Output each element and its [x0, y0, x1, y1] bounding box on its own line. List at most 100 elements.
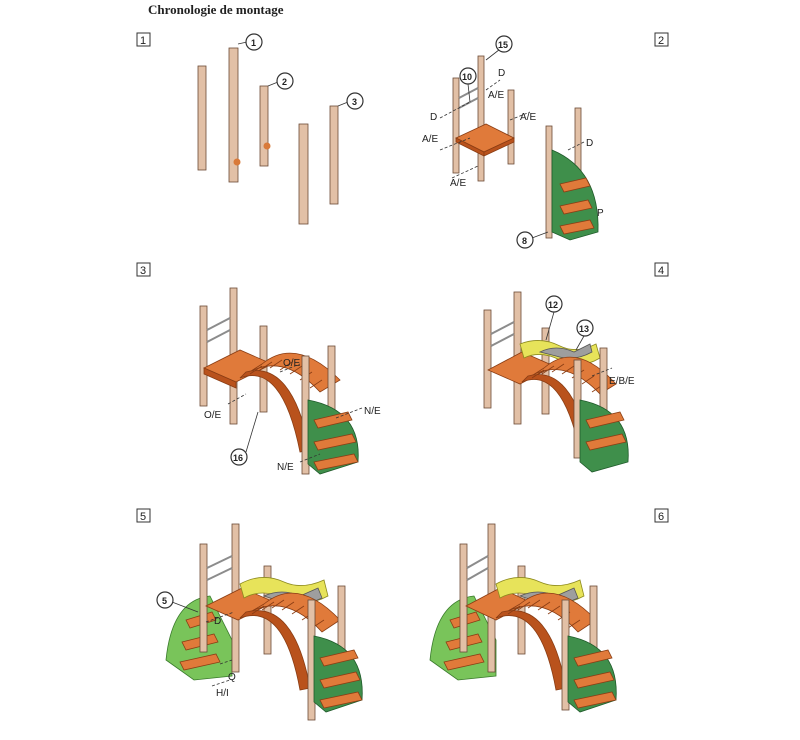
- step-4-callout-12: [545, 295, 563, 313]
- step-2-stair-tread-2: [559, 199, 593, 215]
- step-2-guide-5: [485, 79, 501, 91]
- step-6-left-stair-tread-3: [443, 653, 485, 671]
- step-2-label-3: D: [498, 68, 505, 79]
- step-1-post-a: [197, 65, 207, 171]
- step-1: 1 1 2 3: [136, 32, 364, 225]
- step-2-number: 2: [658, 35, 664, 47]
- step-6-box: [654, 508, 669, 523]
- step-3-leader-16: [245, 411, 259, 453]
- step-6-stair-tread-3: [573, 691, 617, 709]
- step-4-stair-tread: [585, 411, 625, 429]
- step-4-rail: [490, 321, 515, 335]
- step-2-deck: [455, 123, 515, 153]
- step-2-label-8: P: [597, 208, 604, 219]
- step-2-post-c: [507, 89, 515, 165]
- step-5-label-3: H/I: [216, 688, 229, 699]
- step-2: 2 D A/E D A: [422, 32, 669, 249]
- step-1-leader-3: [337, 101, 349, 107]
- step-6-post-a: [459, 543, 468, 653]
- step-2-deck-edge-2: [483, 137, 515, 157]
- step-2-guide-3: [509, 111, 531, 121]
- step-5-post-c: [263, 565, 272, 655]
- step-5-guide-2: [219, 659, 233, 665]
- step-6-bridge-planks: [507, 599, 581, 629]
- step-4-stair-panel: [579, 399, 629, 473]
- step-2-callout-8: [516, 231, 534, 249]
- step-3-rail-2: [206, 329, 231, 343]
- step-6-stair-tread-2: [573, 671, 615, 689]
- step-4-number: 4: [658, 265, 664, 277]
- step-2-post-b: [477, 55, 485, 182]
- step-3-post-a: [199, 305, 208, 407]
- step-2-label-7: D: [586, 138, 593, 149]
- step-1-leader-2: [267, 81, 279, 87]
- step-3-callout-16-text: 16: [233, 453, 243, 463]
- step-2-rail: [458, 87, 479, 99]
- step-1-number: 1: [140, 35, 146, 47]
- step-4-label-1: E/B/E: [609, 376, 635, 387]
- step-2-label-2: A/E: [422, 134, 438, 145]
- step-2-label-4: A/E: [488, 90, 504, 101]
- step-3-deck-edge: [203, 367, 237, 389]
- step-2-stair-post-a: [545, 125, 553, 239]
- step-1-post-d: [298, 123, 309, 225]
- step-3-box: [136, 262, 151, 277]
- step-2-guide: [439, 101, 471, 119]
- step-1-post-e: [329, 105, 339, 205]
- step-2-callout-8-text: 8: [522, 236, 527, 246]
- step-1-box: [136, 32, 151, 47]
- step-5-stair-tread-3: [319, 691, 363, 709]
- step-6-rail-2: [466, 567, 489, 581]
- step-3: 3 O/E O/E N/E N/E: [136, 262, 381, 475]
- step-1-callout-3: [346, 92, 364, 110]
- step-3-bridge-planks: [249, 359, 323, 389]
- step-2-box: [654, 32, 669, 47]
- step-2-stair-panel: [551, 149, 599, 241]
- step-6-number: 6: [658, 511, 664, 523]
- step-2-callout-15: [495, 35, 513, 53]
- step-3-number: 3: [140, 265, 146, 277]
- step-4-guide: [591, 367, 613, 377]
- step-4-stair-tread-2: [585, 433, 627, 451]
- step-3-label-1: O/E: [283, 358, 301, 369]
- step-4-post-a: [483, 309, 492, 409]
- step-2-leader-10: [467, 83, 471, 103]
- step-4-leader-13: [575, 335, 585, 351]
- step-4: 4 E/B/E 12 13: [483, 262, 669, 473]
- step-3-stair-tread-2: [313, 433, 357, 451]
- step-3-guide: [227, 393, 247, 405]
- step-4-rail-2: [490, 333, 515, 347]
- step-1-bracket: [233, 158, 241, 166]
- step-4-leader-12: [545, 311, 555, 341]
- step-1-post-c: [259, 85, 269, 167]
- step-2-label-5: A/E: [520, 112, 536, 123]
- step-2-callout-15-text: 15: [498, 40, 508, 50]
- step-5-left-stair-tread-3: [179, 653, 221, 671]
- step-5-post-a: [199, 543, 208, 653]
- step-6: 6: [429, 508, 669, 713]
- step-4-callout-12-text: 12: [548, 300, 558, 310]
- step-1-post-b: [228, 47, 239, 183]
- step-1-callout-2-text: 2: [282, 77, 287, 87]
- step-5-rail: [206, 555, 233, 569]
- step-1-callout-3-text: 3: [352, 97, 357, 107]
- step-5-guide-3: [211, 679, 231, 687]
- step-5-stair-tread-2: [319, 671, 361, 689]
- step-5-bridge-planks: [251, 599, 325, 629]
- step-1-callout-1-text: 1: [251, 38, 256, 48]
- step-3-stair-tread: [313, 411, 353, 429]
- step-5-box: [136, 508, 151, 523]
- step-6-bridge-arch: [495, 610, 567, 691]
- step-3-bridge-arch: [239, 370, 311, 453]
- step-4-callout-13: [576, 319, 594, 337]
- step-3-label-2: O/E: [204, 410, 222, 421]
- step-3-guide-2: [279, 363, 301, 373]
- step-2-leader-8: [531, 231, 549, 239]
- step-5-label-2: Q: [228, 672, 236, 683]
- step-5-callout-5: [156, 591, 174, 609]
- step-6-stair-tread: [573, 649, 613, 667]
- step-6-rail: [466, 555, 489, 569]
- step-2-stair-tread: [559, 177, 591, 193]
